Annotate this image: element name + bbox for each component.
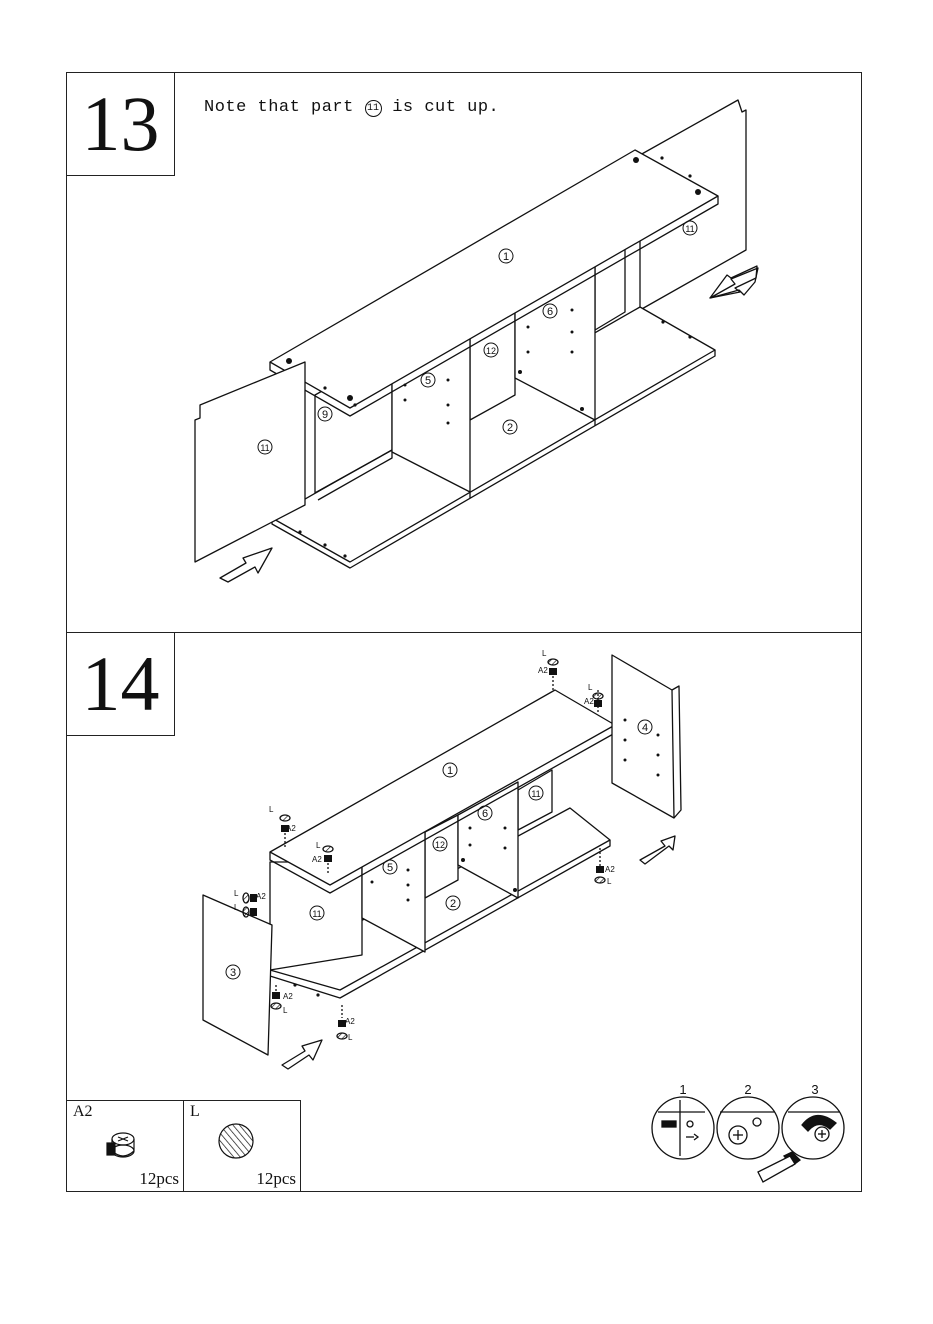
hardware-quantity: 12pcs: [256, 1169, 296, 1189]
part-label: 12: [486, 346, 496, 356]
cam-lock-instructions: [652, 1097, 844, 1182]
instruction-step-3-icon: [782, 1097, 844, 1159]
part-label: 11: [312, 909, 321, 919]
hardware-quantity: 12pcs: [139, 1169, 179, 1189]
fitting-label: A2: [312, 855, 322, 864]
part-label: 4: [642, 722, 648, 734]
cam-lock-icon: [105, 1129, 141, 1165]
fitting-label: A2: [345, 1017, 355, 1026]
instruction-number: 3: [811, 1082, 818, 1097]
cover-cap-icon: [216, 1121, 256, 1161]
fitting-label: L: [269, 805, 274, 814]
instruction-step-2-icon: [717, 1097, 779, 1159]
instruction-step-1-icon: [652, 1097, 714, 1159]
fitting-label: A2: [256, 892, 266, 901]
fitting-label: A2: [286, 824, 296, 833]
part-label: 2: [450, 898, 456, 910]
part-label: 11: [685, 224, 694, 234]
fitting-label: A2: [584, 697, 594, 706]
fitting-label: L: [607, 877, 612, 886]
part-label: 2: [507, 422, 513, 434]
step-13-drawing: [195, 100, 758, 582]
hardware-a2: A2 12pcs: [66, 1100, 184, 1192]
part-label: 11: [260, 443, 269, 453]
part-label: 9: [322, 409, 328, 421]
fitting-label: A2: [283, 992, 293, 1001]
part-label: 11: [531, 789, 540, 799]
fitting-label: L: [234, 889, 239, 898]
fitting-label: L: [348, 1033, 353, 1042]
part-label: 3: [230, 967, 236, 979]
fitting-label: L: [234, 903, 239, 912]
fitting-label: L: [316, 841, 321, 850]
part-label: 1: [503, 251, 509, 263]
fitting-label: L: [283, 1006, 288, 1015]
fitting-label: A2: [538, 666, 548, 675]
part-label: 12: [435, 840, 445, 850]
fitting-label: L: [588, 683, 593, 692]
part-label: 1: [447, 765, 453, 777]
part-label: 5: [387, 862, 393, 874]
part-label: 6: [482, 808, 488, 820]
part-label: 5: [425, 375, 431, 387]
step-14-drawing: [203, 655, 681, 1069]
hardware-l: L 12pcs: [183, 1100, 301, 1192]
part-label: 6: [547, 306, 553, 318]
instruction-number: 2: [744, 1082, 751, 1097]
hardware-code: A2: [73, 1103, 93, 1121]
fitting-label: L: [542, 649, 547, 658]
hardware-code: L: [190, 1103, 200, 1121]
fitting-label: A2: [605, 865, 615, 874]
back-panel-left-13: [195, 362, 305, 562]
instruction-number: 1: [679, 1082, 686, 1097]
